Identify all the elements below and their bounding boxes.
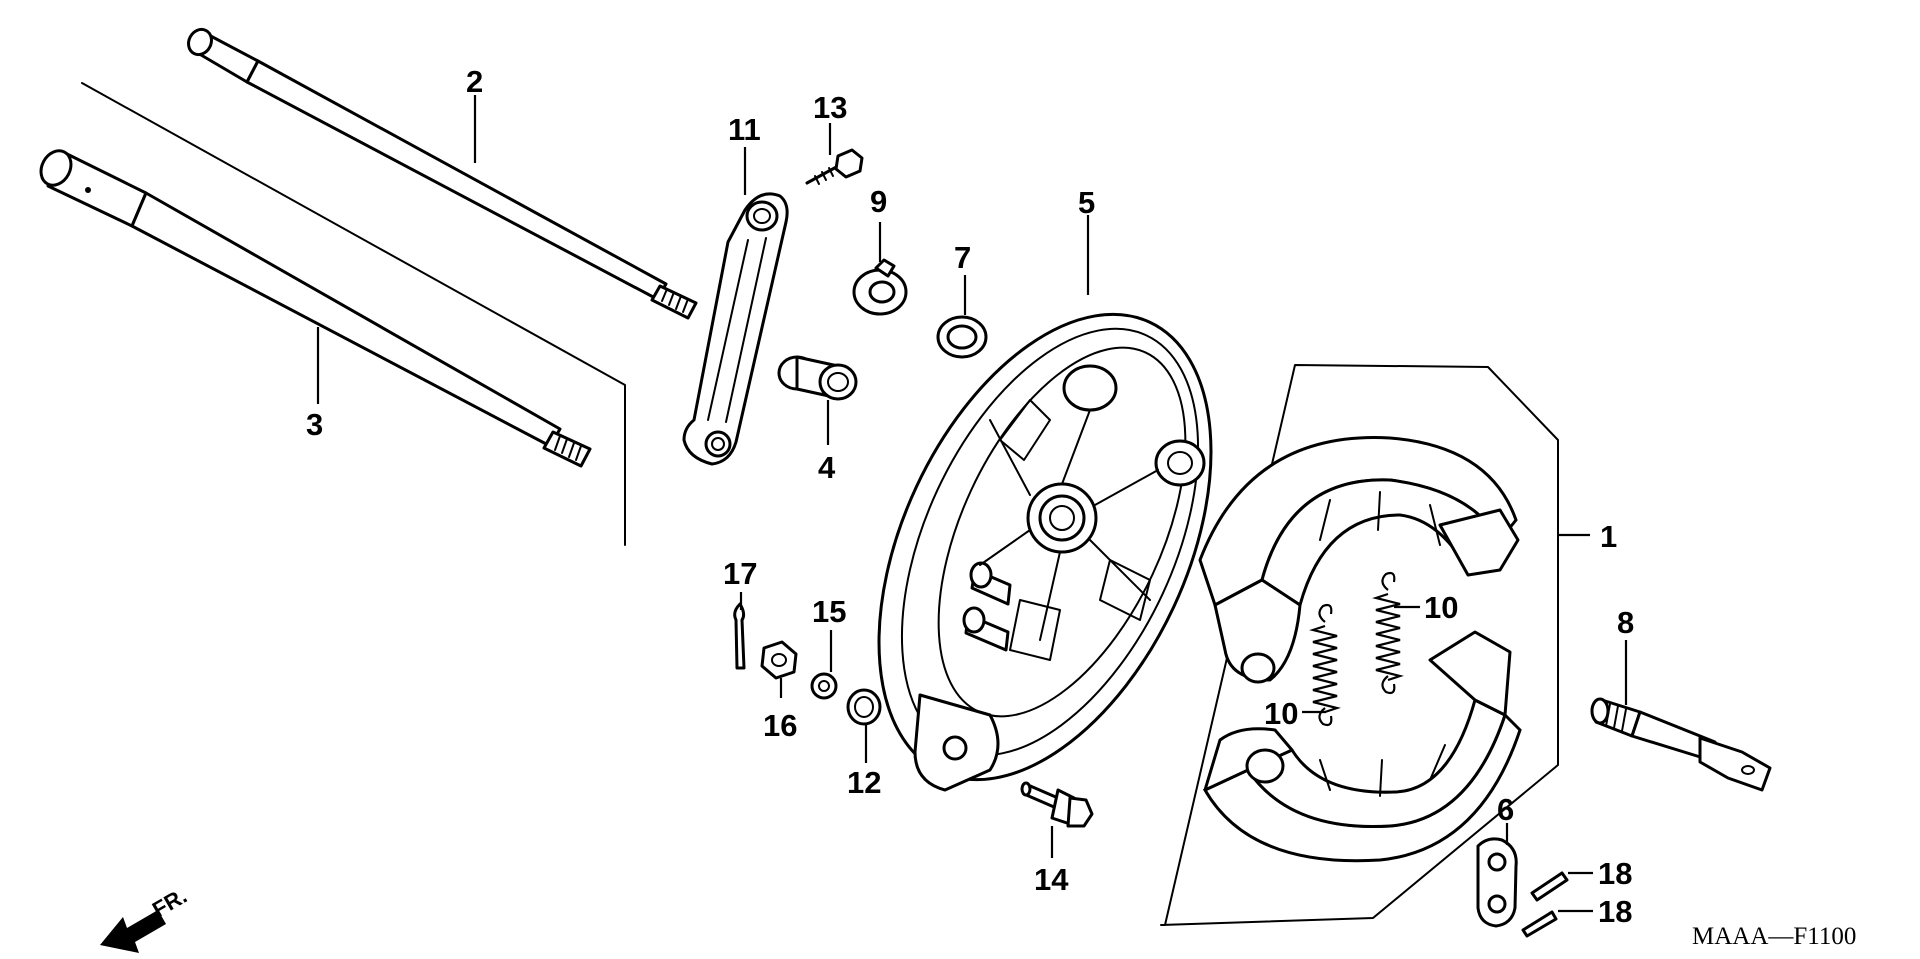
brake-panel [877,312,1213,792]
callout-1: 1 [1600,519,1617,554]
callout-7: 7 [954,240,971,275]
washer [810,672,838,700]
callout-8: 8 [1617,605,1634,640]
brake-cam [1590,697,1772,792]
callout-3: 3 [306,407,323,442]
wear-indicator-plate [852,258,908,316]
cotter-pin [733,602,746,670]
axle-rod-upper [187,27,698,320]
castle-nut [760,640,798,680]
diagram-code: MAAA—F1100 [1692,923,1856,950]
callout-12: 12 [847,765,881,800]
bolt-14 [1020,781,1094,828]
leader-lines [316,95,1628,913]
callout-17: 17 [723,556,757,591]
callout-5: 5 [1078,185,1095,220]
seal-ring [846,688,882,726]
pin-lower [1521,910,1558,938]
callout-15: 15 [812,594,846,629]
anchor-plate [1476,837,1518,928]
callout-10a: 10 [1424,590,1458,625]
return-spring-right [1372,571,1404,695]
axle-rod-lower [39,149,592,468]
brake-arm [682,192,789,466]
callout-11: 11 [728,112,761,147]
brake-shoe-lower [1202,630,1522,863]
callout-2: 2 [466,64,483,99]
callout-6: 6 [1497,792,1514,827]
callout-16: 16 [763,708,797,743]
callout-9: 9 [870,184,887,219]
brake-shoe-group-outline [1160,364,1559,926]
callout-4: 4 [818,450,836,485]
callout-10b: 10 [1264,696,1298,731]
collar [777,355,858,401]
bolt-13 [805,148,864,185]
dust-seal [936,315,988,359]
callout-14: 14 [1034,862,1069,897]
callout-labels: 1 2 3 4 5 6 7 8 9 10 10 11 12 13 14 15 1… [306,64,1634,929]
callout-18b: 18 [1598,894,1632,929]
brake-shoe-upper [1198,436,1520,684]
guide-line [81,82,626,546]
pin-upper [1530,871,1569,902]
front-arrow-icon [100,910,166,953]
callout-13: 13 [813,90,847,125]
callout-18a: 18 [1598,856,1632,891]
